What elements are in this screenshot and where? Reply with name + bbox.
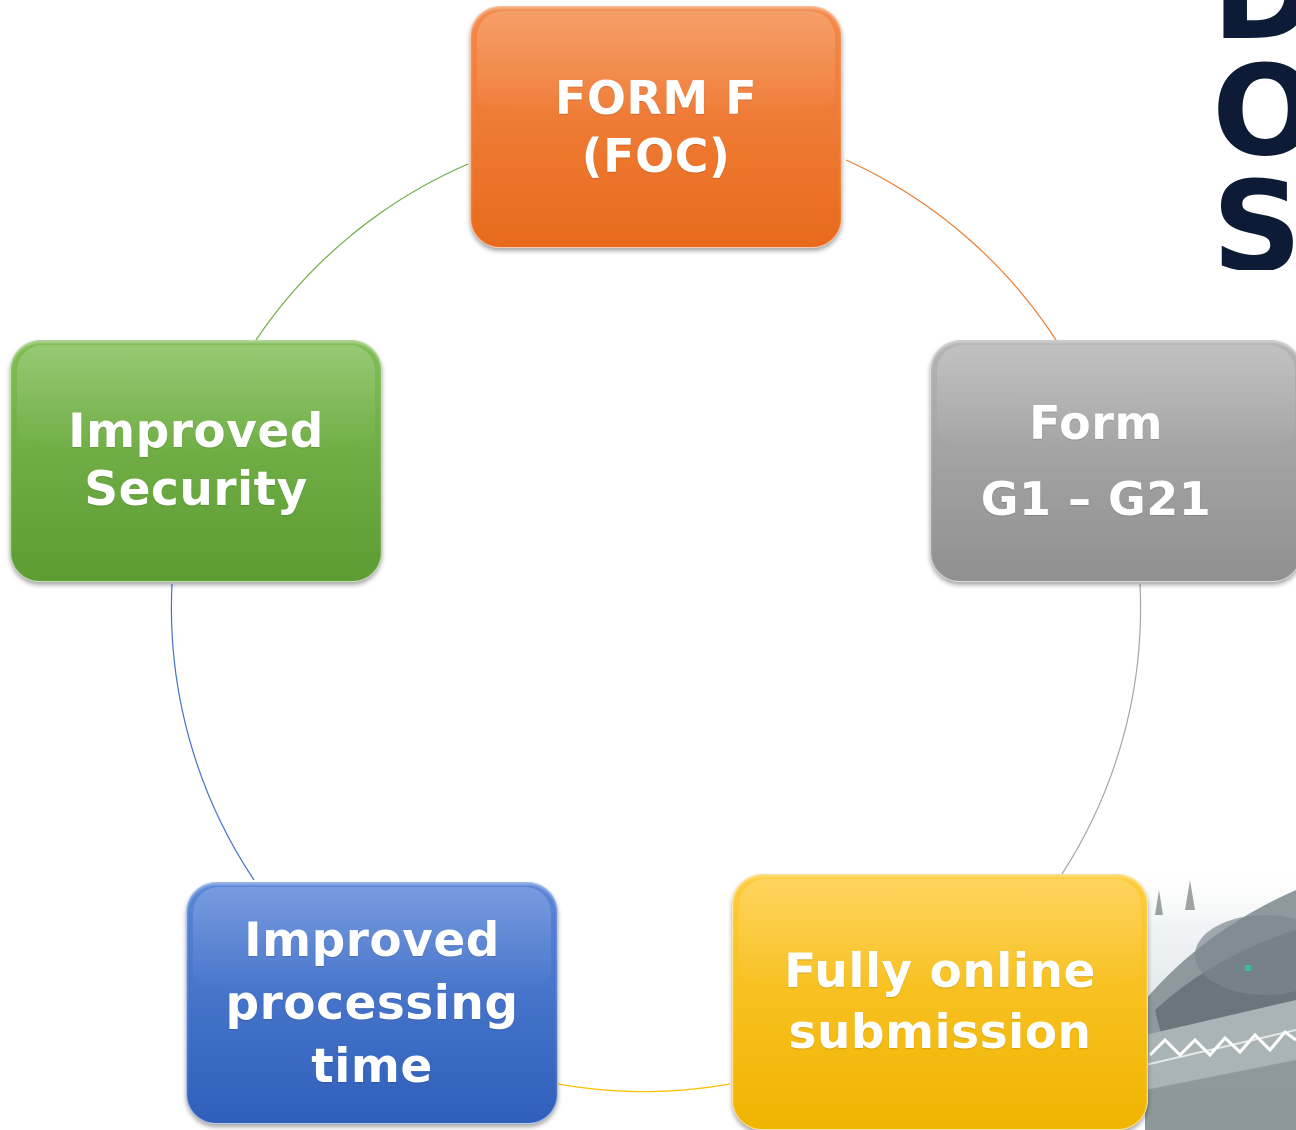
node-form-f-line-2: (FOC) (581, 129, 731, 183)
connector-arc-online-to-processing (557, 1083, 731, 1093)
node-form-g-line-1: Form (1029, 396, 1163, 450)
page-heading: D O Su (1212, 0, 1296, 270)
node-improved-security: Improved Security (10, 340, 382, 582)
heading-line-3: Su (1212, 155, 1296, 270)
node-form-f-line-1: FORM F (554, 71, 758, 125)
node-form-f-foc: FORM F (FOC) (470, 6, 842, 248)
heading-line-1: D (1212, 0, 1296, 58)
heading-line-2: O (1212, 39, 1296, 184)
connector-arc-security-to-form-f (255, 163, 469, 341)
node-form-g-line-2: G1 – G21 (980, 472, 1212, 526)
node-improved-processing-time: Improved processing time (186, 882, 558, 1124)
node-security-line-1: Improved (68, 404, 324, 459)
connector-arc-form-f-to-form-g (845, 159, 1057, 341)
node-processing-line-1: Improved (244, 912, 500, 968)
node-form-g1-g21: Form G1 – G21 (930, 340, 1296, 582)
node-security-line-2: Security (84, 462, 308, 517)
node-processing-line-2: processing (225, 975, 519, 1031)
building-photo (1145, 860, 1296, 1130)
node-processing-line-3: time (311, 1038, 433, 1094)
node-fully-online-submission: Fully online submission (732, 874, 1148, 1130)
node-online-line-1: Fully online (784, 944, 1096, 999)
node-online-line-2: submission (788, 1005, 1092, 1060)
connector-arc-processing-to-security (170, 583, 255, 881)
connector-arc-form-g-to-online (1061, 583, 1142, 875)
